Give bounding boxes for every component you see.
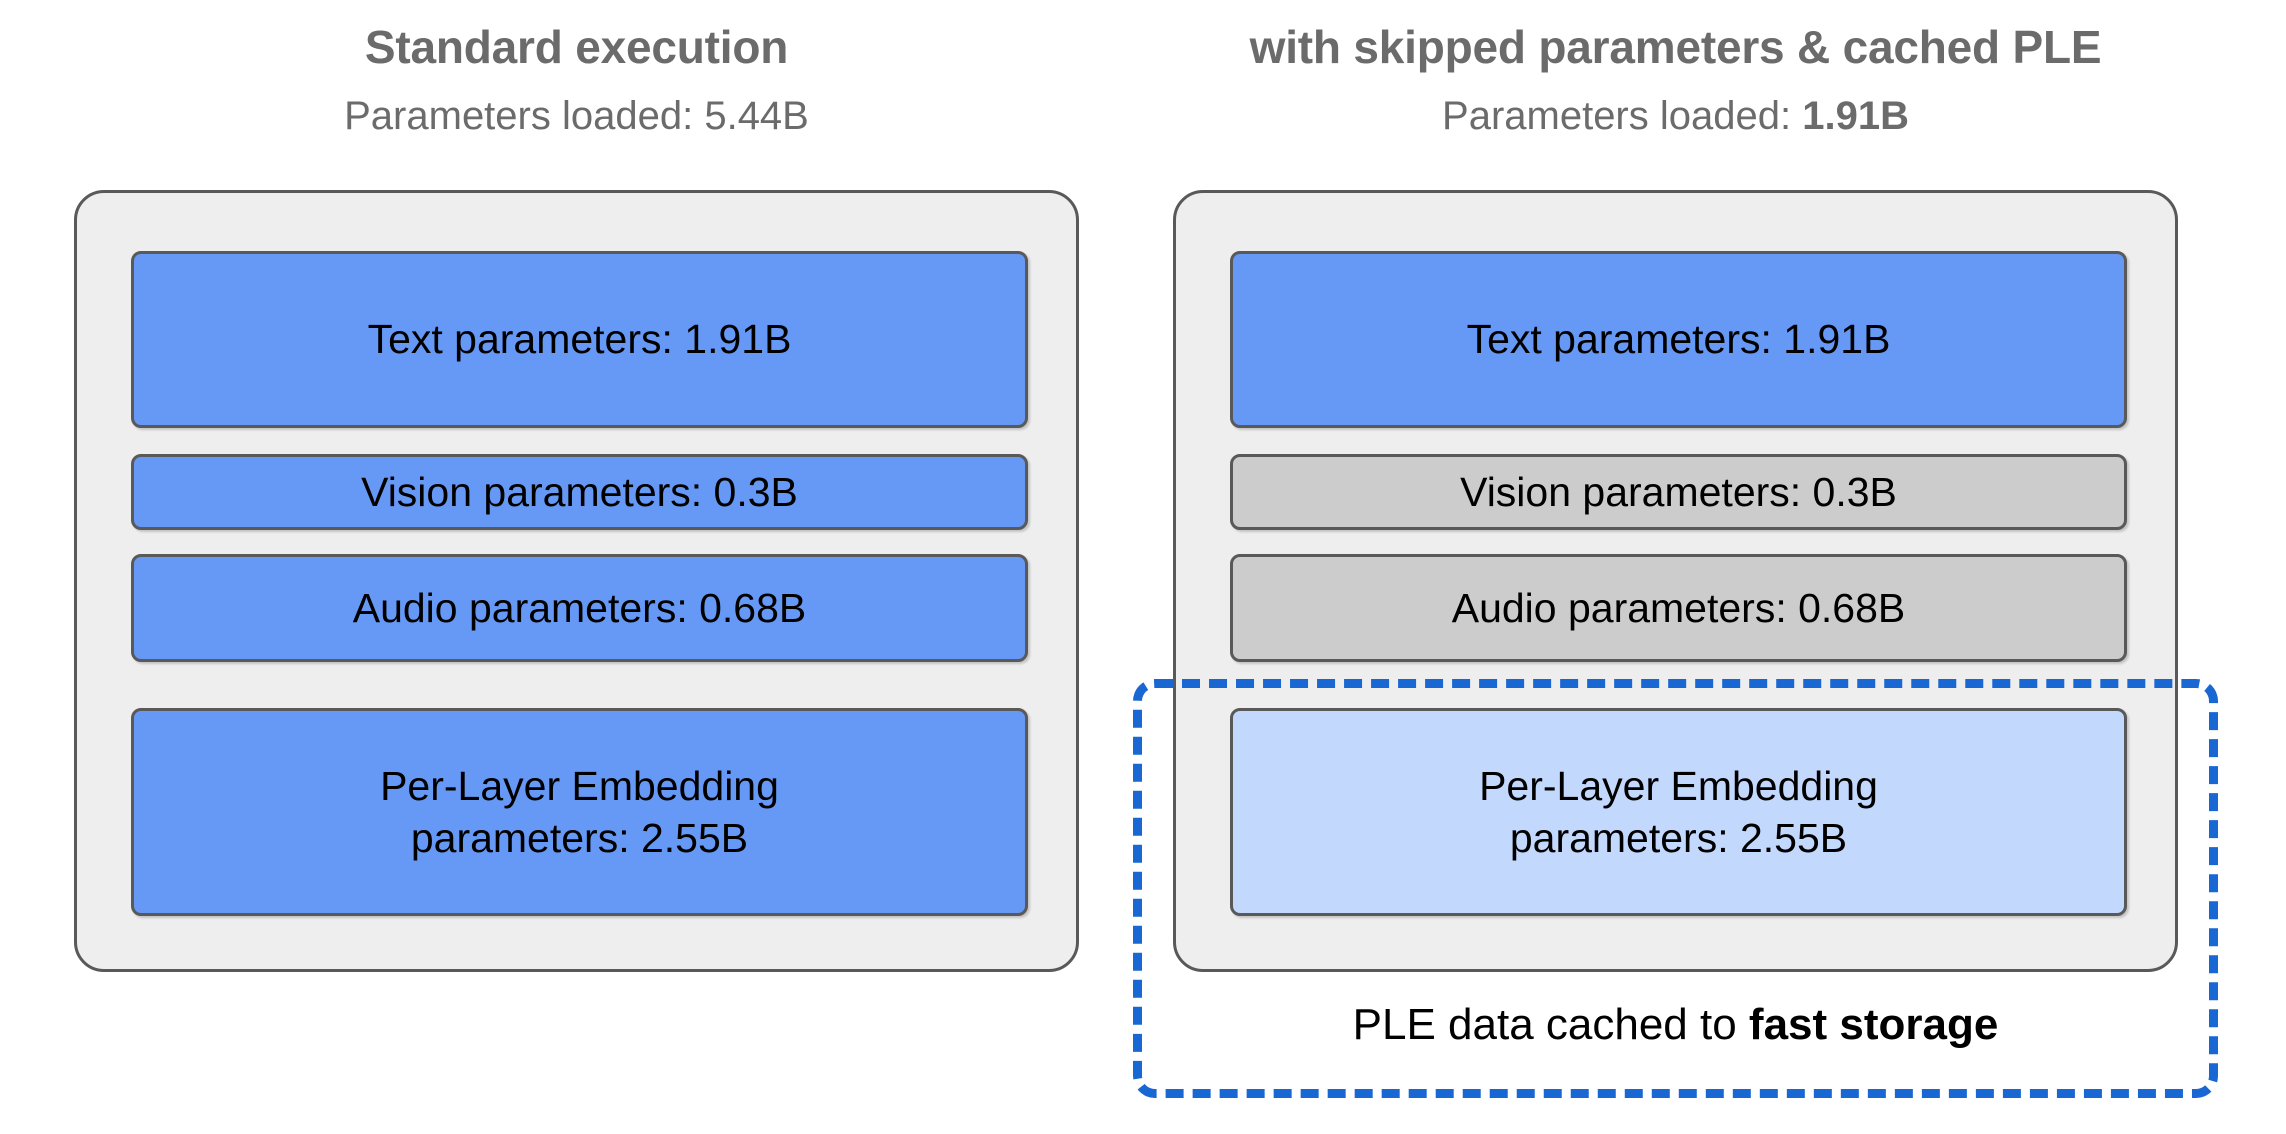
param-block-vision-standard-label: Vision parameters: 0.3B (361, 468, 798, 515)
param-block-text-optimized-label: Text parameters: 1.91B (1466, 316, 1891, 363)
param-block-ple-standard-line1: Per-Layer Embedding (380, 762, 779, 809)
param-block-text-standard-label: Text parameters: 1.91B (367, 316, 792, 363)
panel-optimized-execution: Text parameters: 1.91B Vision parameters… (1173, 190, 2178, 972)
param-block-ple-optimized[interactable]: Per-Layer Embedding parameters: 2.55B (1230, 708, 2127, 916)
param-block-vision-optimized-label: Vision parameters: 0.3B (1460, 468, 1897, 515)
subtitle-prefix-standard: Parameters loaded: (344, 94, 705, 138)
param-block-ple-optimized-line2: parameters: 2.55B (1509, 815, 1848, 861)
subtitle-prefix-optimized: Parameters loaded: (1442, 94, 1803, 138)
param-block-audio-optimized[interactable]: Audio parameters: 0.68B (1230, 554, 2127, 662)
param-block-ple-optimized-label: Per-Layer Embedding parameters: 2.55B (1479, 760, 1878, 865)
cache-caption-strong: fast storage (1748, 1000, 1999, 1049)
subtitle-value-optimized: 1.91B (1802, 94, 1909, 138)
panel-title-optimized: with skipped parameters & cached PLE (1249, 21, 2102, 73)
param-block-audio-standard-label: Audio parameters: 0.68B (352, 584, 807, 631)
param-block-text-optimized[interactable]: Text parameters: 1.91B (1230, 251, 2127, 428)
cache-caption-prefix: PLE data cached to (1352, 1000, 1749, 1049)
param-block-ple-standard-label: Per-Layer Embedding parameters: 2.55B (380, 760, 779, 865)
cache-region-caption: PLE data cached to fast storage (1133, 1000, 2218, 1050)
panel-subtitle-optimized: Parameters loaded: 1.91B (1173, 94, 2178, 139)
param-block-text-standard[interactable]: Text parameters: 1.91B (131, 251, 1028, 428)
panel-title-standard: Standard execution (364, 21, 789, 73)
param-block-audio-optimized-label: Audio parameters: 0.68B (1451, 584, 1906, 631)
param-block-audio-standard[interactable]: Audio parameters: 0.68B (131, 554, 1028, 662)
param-block-ple-standard-line2: parameters: 2.55B (410, 815, 749, 861)
panel-standard-execution: Text parameters: 1.91B Vision parameters… (74, 190, 1079, 972)
param-block-ple-optimized-line1: Per-Layer Embedding (1479, 762, 1878, 809)
param-block-vision-optimized[interactable]: Vision parameters: 0.3B (1230, 454, 2127, 530)
param-block-ple-standard[interactable]: Per-Layer Embedding parameters: 2.55B (131, 708, 1028, 916)
panel-subtitle-standard: Parameters loaded: 5.44B (74, 94, 1079, 139)
param-block-vision-standard[interactable]: Vision parameters: 0.3B (131, 454, 1028, 530)
subtitle-value-standard: 5.44B (704, 94, 809, 138)
